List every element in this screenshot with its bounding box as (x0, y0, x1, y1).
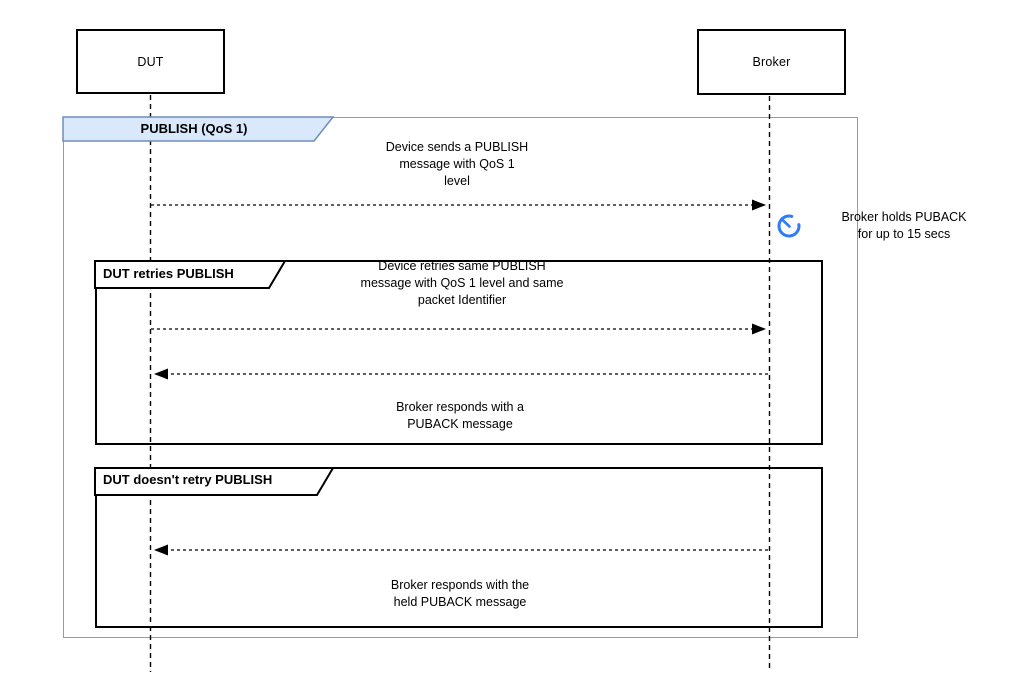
actor-box-dut: DUT (76, 29, 225, 94)
message-label-publish-retry: Device retries same PUBLISH message with… (360, 259, 564, 307)
frame-title-dut-retries: DUT retries PUBLISH (103, 266, 234, 281)
frame-dut-retries-publish (95, 260, 823, 445)
frame-title-dut-doesnt-retry: DUT doesn't retry PUBLISH (103, 472, 273, 487)
actor-label-dut: DUT (137, 54, 164, 69)
actor-box-broker: Broker (697, 29, 846, 95)
message-label-puback-1: Broker responds with a PUBACK message (396, 400, 524, 431)
frame-publish-qos1 (63, 117, 858, 638)
frame-title-publish-qos1: PUBLISH (QoS 1) (140, 121, 248, 136)
actor-label-broker: Broker (752, 55, 791, 69)
note-broker-holds-puback: Broker holds PUBACK for up to 15 secs (841, 210, 967, 241)
message-label-puback-held: Broker responds with the held PUBACK mes… (390, 578, 530, 609)
frame-dut-doesnt-retry-publish (95, 467, 823, 628)
message-label-publish-1: Device sends a PUBLISH message with QoS … (385, 140, 529, 188)
